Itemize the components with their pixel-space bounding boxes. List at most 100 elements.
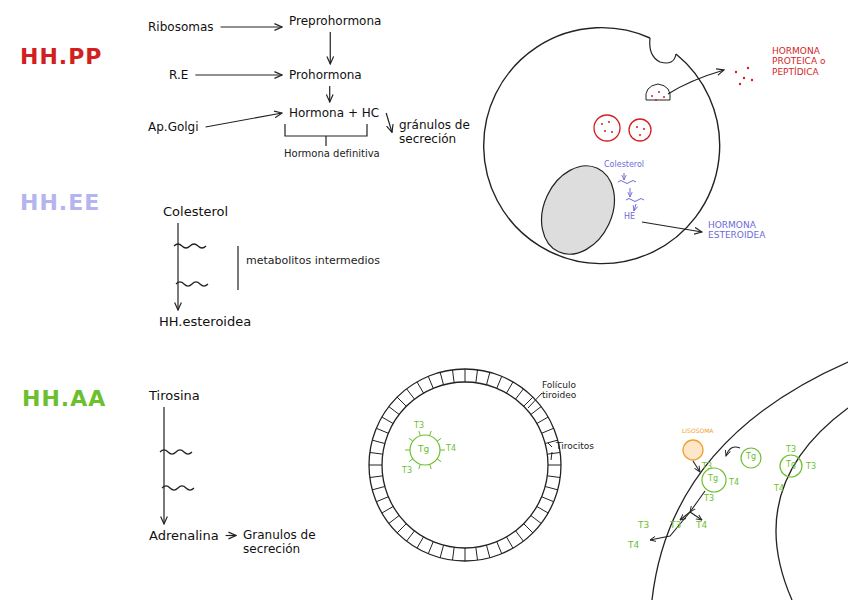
label: T3: [702, 462, 712, 471]
label-text: T4: [774, 484, 784, 493]
thyrocyte-wall: [542, 428, 554, 433]
label-text: T4: [696, 520, 707, 530]
intermediate-metabolites: [174, 244, 238, 290]
label-text: T3: [704, 494, 714, 503]
node-text: Prohormona: [289, 68, 362, 82]
text-node: Ap.Golgi: [145, 118, 202, 136]
label: HE: [624, 212, 635, 221]
tg-spike: [430, 464, 432, 469]
thyrocyte-wall: [545, 486, 558, 489]
thyrocyte-wall: [376, 497, 388, 502]
thyrocyte-wall: [417, 537, 424, 548]
thyrocyte-wall: [542, 497, 554, 502]
label-text: Colesterol: [604, 160, 644, 169]
label: HH.EE: [20, 190, 100, 215]
label: Hormona definitiva: [284, 148, 380, 160]
label: Tg: [418, 444, 429, 454]
label-text: HORMONA ESTEROIDEA: [708, 220, 765, 240]
node-text: Colesterol: [163, 204, 228, 219]
label: HORMONA ESTEROIDEA: [708, 220, 778, 241]
thyrocyte-wall: [382, 417, 393, 424]
thyrocyte-wall: [537, 417, 548, 424]
tg-spike: [405, 450, 410, 451]
text-node: Adrenalina: [146, 526, 222, 545]
thyrocyte-wall: [531, 516, 541, 524]
label-text: Tg: [708, 474, 718, 483]
label: Colesterol: [604, 160, 644, 169]
label: T3: [704, 494, 714, 503]
label-text: T4: [446, 444, 456, 453]
text-node: HH.esteroidea: [156, 312, 254, 331]
text-node: R.E: [166, 66, 191, 84]
label-text: Folículo tiroideo: [542, 380, 576, 400]
tg-spike: [419, 431, 421, 436]
text-node: Hormona + HC: [286, 104, 382, 122]
tg-spike: [437, 459, 441, 462]
thyrocyte-wall: [452, 370, 454, 383]
label: Tg: [786, 460, 796, 469]
thyrocyte-wall: [428, 376, 433, 388]
arrow-connector: [221, 26, 282, 27]
text-node: Prohormona: [286, 66, 365, 84]
bracket: [285, 124, 367, 146]
thyrocyte-wall: [507, 382, 514, 393]
label-text: T3: [638, 520, 649, 530]
thyrocyte-wall: [397, 397, 406, 406]
label: Tg: [746, 452, 756, 461]
text-node: Ribosomas: [145, 18, 217, 36]
arrow-connector: [330, 32, 331, 64]
thyrocyte-wall: [407, 389, 415, 399]
tg-spike: [437, 438, 441, 441]
label-text: Hormona definitiva: [284, 148, 380, 159]
node-text: Preprohormona: [289, 14, 381, 28]
thyrocyte-wall: [389, 516, 399, 524]
label: T3: [786, 445, 796, 454]
thyroid-follicle: [369, 369, 561, 561]
label-text: HH.PP: [20, 44, 102, 69]
label: Tirocitos: [556, 441, 594, 451]
label: Tg: [708, 474, 718, 483]
thyrocyte-wall: [389, 407, 399, 415]
label-text: T3: [786, 445, 796, 454]
thyrocyte-wall: [545, 440, 558, 443]
label-text: LISOSOMA: [682, 427, 713, 434]
thyrocyte-wall: [476, 370, 478, 383]
thyrocyte-wall: [497, 376, 502, 388]
thyrocyte-wall: [407, 531, 415, 541]
thyrocyte-wall: [376, 428, 388, 433]
tg-spike: [440, 450, 445, 451]
label: T3: [806, 462, 816, 471]
label: T3: [414, 421, 424, 430]
thyrocyte-wall: [440, 545, 443, 558]
node-text: R.E: [169, 68, 188, 82]
label: metabolitos intermedios: [246, 255, 380, 268]
tg-spike: [409, 438, 413, 441]
label-text: Tg: [418, 444, 429, 454]
label-text: HORMONA PROTEICA o PEPTÍDICA: [772, 46, 825, 77]
label-text: T4: [628, 540, 639, 550]
text-node: Tirosina: [146, 386, 203, 405]
thyrocyte-wall: [476, 547, 478, 560]
arrow-connector: [386, 113, 392, 132]
thyrocyte-wall: [547, 452, 560, 454]
tg-spike: [409, 459, 413, 462]
thyrocyte-wall: [369, 465, 382, 466]
label: T4: [774, 484, 784, 493]
node-text: Tirosina: [149, 388, 200, 403]
label-text: Tg: [746, 452, 756, 461]
text-node: Preprohormona: [286, 12, 384, 30]
label-text: Tg: [786, 460, 796, 469]
label: T3: [638, 520, 649, 530]
label-text: HH.EE: [20, 190, 100, 215]
thyrocyte-wall: [372, 486, 385, 489]
label: T3: [402, 466, 412, 475]
thyrocyte-wall: [507, 537, 514, 548]
node-text: HH.esteroidea: [159, 314, 251, 329]
thyrocyte-wall: [465, 548, 466, 561]
node-text: Ap.Golgi: [148, 120, 199, 134]
label: Folículo tiroideo: [542, 380, 592, 401]
label: T4: [729, 478, 739, 487]
arrow-connector: [177, 223, 178, 310]
